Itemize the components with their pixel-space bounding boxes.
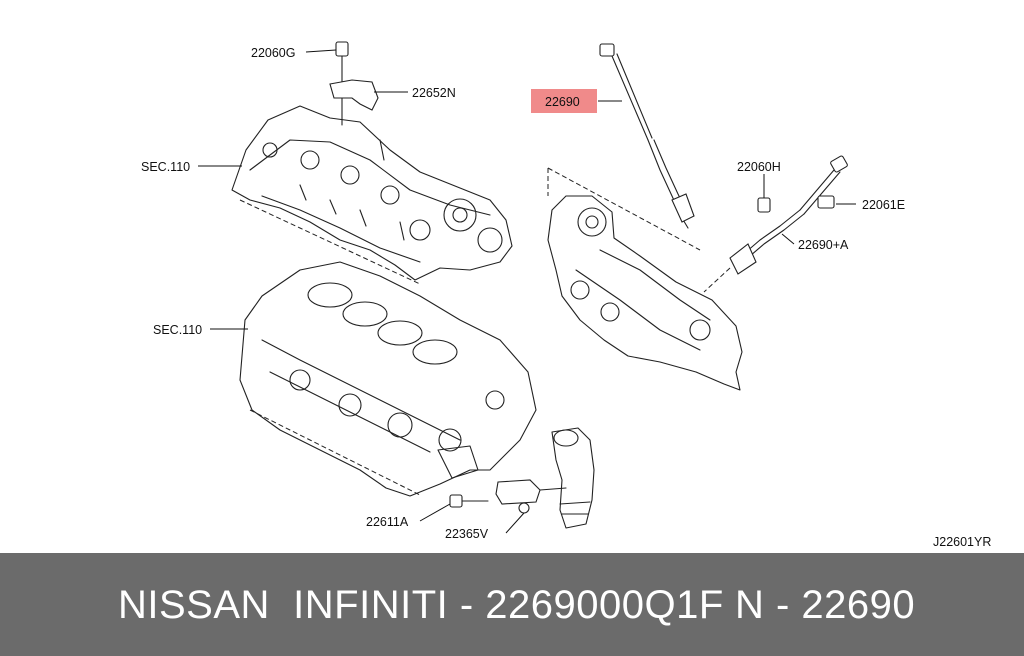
part-number-footer: NISSAN INFINITI - 2269000Q1F N - 22690 xyxy=(0,553,1024,656)
callout-22060g: 22060G xyxy=(251,46,295,60)
exploded-view-drawing: 22060G 22652N SEC.110 22690 22060H 22061… xyxy=(141,41,991,549)
pipe-assembly-drawing xyxy=(551,427,595,529)
callout-22690a: 22690+A xyxy=(798,238,849,252)
callout-22365v: 22365V xyxy=(445,527,489,541)
callout-sec110-lower: SEC.110 xyxy=(153,323,202,337)
callout-22611a: 22611A xyxy=(366,515,409,529)
callout-22061e: 22061E xyxy=(862,198,905,212)
highlight-box xyxy=(531,89,597,113)
parts-diagram: 22060G 22652N SEC.110 22690 22060H 22061… xyxy=(141,41,992,549)
oxygen-sensor-lower-drawing xyxy=(703,155,848,293)
reference-number-text: N - 22690 xyxy=(735,583,916,627)
drawing-code: J22601YR xyxy=(933,535,991,549)
part-number-text: NISSAN INFINITI - 2269000Q1F xyxy=(118,583,724,627)
cylinder-block-drawing xyxy=(239,261,537,497)
oxygen-sensor-upper-drawing xyxy=(599,43,695,229)
callout-22060h: 22060H xyxy=(737,160,781,174)
exhaust-manifold-drawing xyxy=(547,167,743,391)
callout-22690: 22690 xyxy=(545,95,580,109)
callout-22652n: 22652N xyxy=(412,86,456,100)
callout-sec110-upper: SEC.110 xyxy=(141,160,190,174)
cam-sensor-drawing xyxy=(329,41,379,126)
cylinder-head-drawing xyxy=(231,105,513,285)
knock-sensor-drawing xyxy=(449,479,567,514)
